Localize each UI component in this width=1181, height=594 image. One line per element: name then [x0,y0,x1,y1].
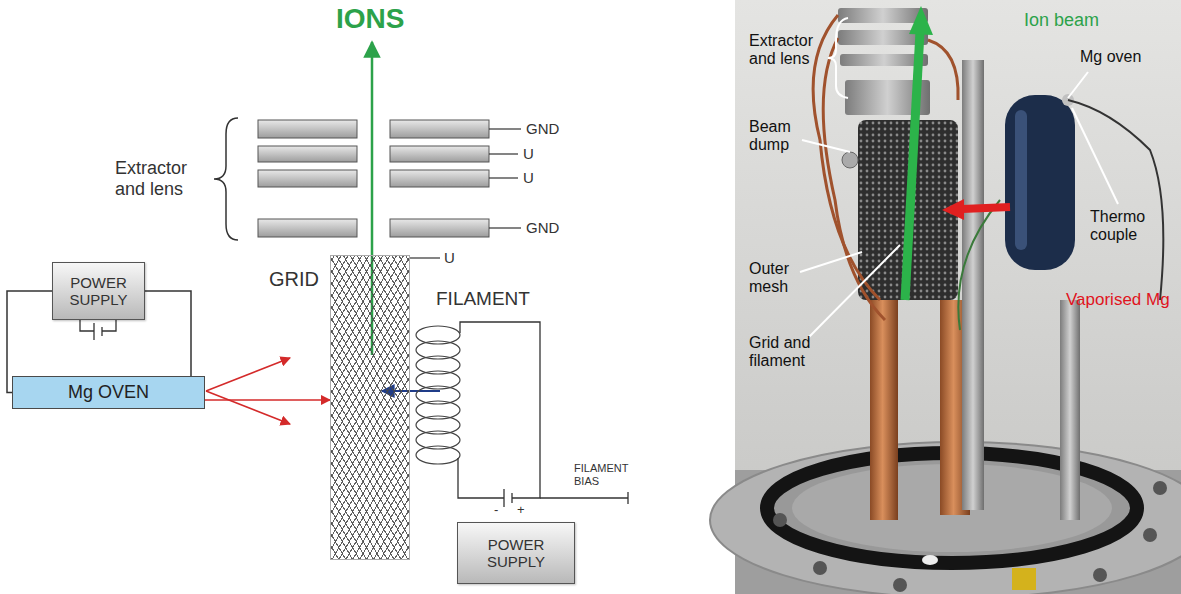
photo-arrows [962,207,1010,209]
photo [1153,481,1167,495]
part-label: Thermo couple [1090,208,1160,245]
brace [214,118,238,240]
part-label: Grid and filament [749,334,839,371]
power-supply-box: POWER SUPPLY [457,522,575,584]
vapour-arrow [205,399,330,401]
top-battery [80,320,116,340]
part-label: GND [526,120,559,137]
photo [962,60,984,510]
node-text: GRID [269,268,319,291]
part-label: Extractor and lens [115,158,215,199]
filament-wires [627,492,628,504]
lens-electrodes [390,219,489,237]
vapour-arrows [206,358,290,424]
part-label: FILAMENT BIAS [574,462,636,487]
part-label: Outer mesh [749,260,804,297]
vapour-arrows [206,358,290,391]
beam-label: Ion beam [1024,10,1099,31]
part-label: Vaporised Mg [1066,290,1170,310]
electrode-leads [410,129,521,258]
filament-wires [503,489,504,507]
power-supply-box: POWER SUPPLY [52,262,145,320]
photo [958,200,1000,330]
filament-wires [458,322,628,507]
filament-wires [540,497,628,498]
filament-coil [416,446,460,464]
photo [870,290,898,520]
node-text: POWER SUPPLY [461,536,571,571]
part-label: FILAMENT [436,288,530,310]
leader-lines [802,140,850,152]
electrode-leads [489,128,521,129]
photo [1012,568,1036,590]
electrode-leads [489,227,521,228]
part-label: U [444,249,455,266]
part-label: Mg oven [1080,48,1141,66]
part-label: - [494,503,498,518]
electrode-leads [410,257,440,258]
supply-wire [145,291,191,376]
lens-electrodes [390,146,489,162]
photo [838,8,928,23]
beam-label: IONS [336,3,404,35]
part-label: GND [526,219,559,236]
lens-electrodes [258,120,357,138]
photo [842,152,858,168]
photo [773,513,787,527]
leader-lines [1068,72,1088,98]
photo [813,561,827,575]
vapour-arrows [206,391,290,424]
filament-coil [416,326,460,464]
part-label: + [517,503,525,518]
photo [1068,100,1163,300]
leader-lines [800,252,862,272]
photo-arrows [909,6,933,35]
electrode-leads [489,153,518,154]
lens-electrodes [390,120,489,138]
photo [823,38,885,320]
node-text: Mg OVEN [68,382,149,403]
filament-wires [460,322,540,498]
part-label: U [523,145,534,162]
photo [710,0,1181,594]
photo [735,0,1181,594]
top-battery [80,320,94,331]
photo [1005,95,1075,270]
electrode-leads [489,177,518,178]
photo-arrows [942,199,964,220]
photo [1093,568,1107,582]
oven-box: Mg OVEN [12,376,205,409]
photo-arrows [905,32,920,300]
part-label: U [523,169,534,186]
leader-lines [828,18,848,98]
lens-electrodes [258,120,489,237]
brace [214,118,238,240]
photo [1015,110,1027,250]
photo [922,555,938,565]
part-label: Beam dump [749,118,809,155]
filament-wires [511,493,512,503]
photo [1143,528,1157,542]
lens-electrodes [258,170,357,187]
leader-lines [808,245,900,338]
top-battery [102,320,116,331]
lens-electrodes [258,146,357,162]
filament-wires [458,458,504,498]
lens-electrodes [258,219,357,237]
node-text: POWER SUPPLY [56,274,141,309]
part-label: Extractor and lens [749,32,834,69]
leader-lines [1072,108,1118,204]
grid-mesh: GRID [330,255,410,560]
photo [1060,300,1080,520]
lens-electrodes [390,170,489,187]
photo-arrows [905,6,1010,300]
photo [928,40,958,100]
photo [893,578,907,592]
